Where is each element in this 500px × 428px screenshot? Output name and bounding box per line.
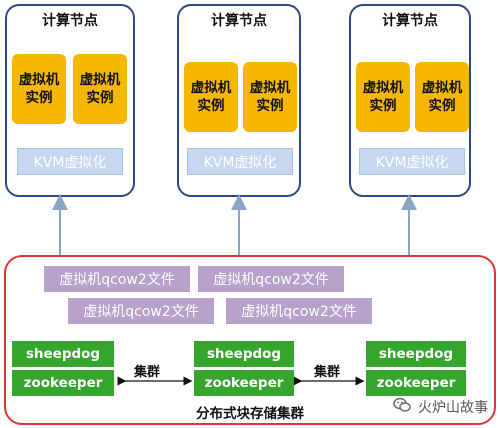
vm-instance: 虚拟机实例 bbox=[73, 54, 127, 124]
compute-node-title: 计算节点 bbox=[382, 13, 438, 29]
zookeeper-daemon: zookeeper bbox=[12, 370, 114, 396]
kvm-hypervisor: KVM虚拟化 bbox=[359, 148, 465, 175]
vm-instance: 虚拟机实例 bbox=[184, 62, 238, 132]
watermark-text: 火炉山故事 bbox=[418, 400, 488, 416]
zookeeper-daemon: zookeeper bbox=[194, 370, 294, 396]
compute-node-title: 计算节点 bbox=[211, 13, 267, 29]
sheepdog-daemon: sheepdog bbox=[194, 341, 294, 367]
cluster-link-label: 集群 bbox=[314, 365, 341, 380]
sheepdog-daemon: sheepdog bbox=[366, 341, 466, 367]
sheepdog-daemon: sheepdog bbox=[12, 341, 114, 367]
storage-cluster bbox=[4, 255, 496, 425]
kvm-hypervisor: KVM虚拟化 bbox=[17, 148, 123, 175]
qcow2-file: 虚拟机qcow2文件 bbox=[68, 298, 214, 324]
qcow2-file: 虚拟机qcow2文件 bbox=[226, 298, 372, 324]
qcow2-file: 虚拟机qcow2文件 bbox=[44, 266, 190, 292]
compute-node-3: 计算节点 虚拟机实例 虚拟机实例 KVM虚拟化 bbox=[349, 4, 471, 197]
zookeeper-daemon: zookeeper bbox=[366, 370, 466, 396]
wechat-icon bbox=[392, 397, 411, 417]
vm-instance: 虚拟机实例 bbox=[243, 62, 297, 132]
qcow2-file: 虚拟机qcow2文件 bbox=[198, 266, 344, 292]
kvm-hypervisor: KVM虚拟化 bbox=[187, 148, 293, 175]
vm-instance: 虚拟机实例 bbox=[415, 62, 469, 132]
compute-node-1: 计算节点 虚拟机实例 虚拟机实例 KVM虚拟化 bbox=[5, 4, 135, 197]
compute-node-2: 计算节点 虚拟机实例 虚拟机实例 KVM虚拟化 bbox=[177, 4, 301, 197]
watermark: 火炉山故事 bbox=[392, 397, 488, 417]
cluster-link-label: 集群 bbox=[134, 365, 161, 380]
vm-instance: 虚拟机实例 bbox=[12, 54, 66, 124]
compute-node-title: 计算节点 bbox=[42, 13, 98, 29]
storage-cluster-caption: 分布式块存储集群 bbox=[196, 406, 304, 422]
vm-instance: 虚拟机实例 bbox=[356, 62, 410, 132]
